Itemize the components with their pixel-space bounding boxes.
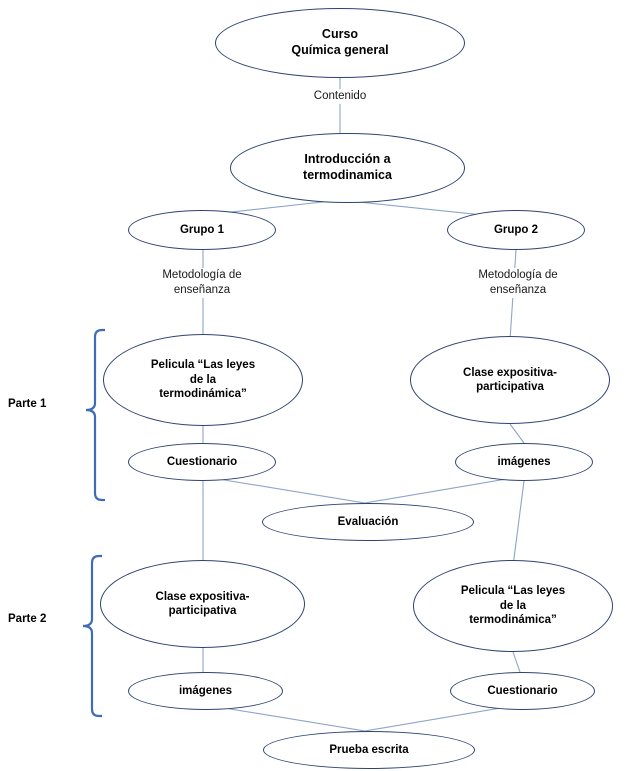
node-evaluacion: Evaluación (262, 503, 474, 541)
node-imagenes2: imágenes (128, 672, 283, 710)
parte-2-label: Parte 2 (8, 613, 47, 625)
node-imagenes1: imágenes (455, 443, 593, 481)
node-clase1: Clase expositiva- participativa (410, 336, 610, 424)
brace-parte-1 (85, 328, 105, 502)
node-curso: Curso Química general (215, 8, 465, 78)
brace-parte-2 (82, 554, 102, 718)
node-pelicula1: Pelicula “Las leyes de la termodinámica” (103, 334, 303, 426)
node-label-grupo1: Grupo 1 (179, 223, 225, 236)
node-label-imagenes2: imágenes (178, 684, 233, 697)
node-prueba: Prueba escrita (263, 731, 475, 769)
edge-pelicula2-to-cuestionario2 (512, 651, 521, 673)
edge-imagenes1-to-pelicula2 (512, 480, 525, 567)
edge-label-metodologia-1: Metodología de enseñanza (131, 268, 273, 298)
node-grupo2: Grupo 2 (447, 210, 585, 250)
node-label-prueba: Prueba escrita (329, 743, 409, 756)
node-cuestionario1: Cuestionario (128, 443, 276, 481)
node-label-evaluacion: Evaluación (337, 515, 399, 528)
edge-clase1-to-imagenes1 (509, 423, 525, 444)
node-label-imagenes1: imágenes (497, 455, 551, 468)
node-label-cuestionario2: Cuestionario (487, 684, 558, 697)
node-introduccion: Introducción a termodinamica (230, 133, 465, 203)
node-label-curso: Curso Química general (291, 27, 389, 57)
node-grupo1: Grupo 1 (128, 210, 276, 250)
node-label-pelicula1: Pelicula “Las leyes de la termodinámica” (150, 359, 256, 401)
node-label-clase2: Clase expositiva- participativa (155, 590, 250, 617)
edge-label-metodologia-2: Metodología de enseñanza (447, 268, 589, 298)
edge-label-contenido: Contenido (269, 89, 411, 104)
parte-1-label: Parte 1 (8, 398, 47, 410)
node-label-pelicula2: Pelicula “Las leyes de la termodinámica” (460, 585, 566, 627)
node-label-introduccion: Introducción a termodinamica (303, 152, 392, 182)
node-label-clase1: Clase expositiva- participativa (463, 366, 557, 393)
node-pelicula2: Pelicula “Las leyes de la termodinámica” (413, 560, 613, 652)
node-cuestionario2: Cuestionario (450, 672, 595, 710)
node-label-grupo2: Grupo 2 (493, 223, 539, 236)
node-clase2: Clase expositiva- participativa (100, 560, 305, 648)
node-label-cuestionario1: Cuestionario (166, 455, 238, 468)
